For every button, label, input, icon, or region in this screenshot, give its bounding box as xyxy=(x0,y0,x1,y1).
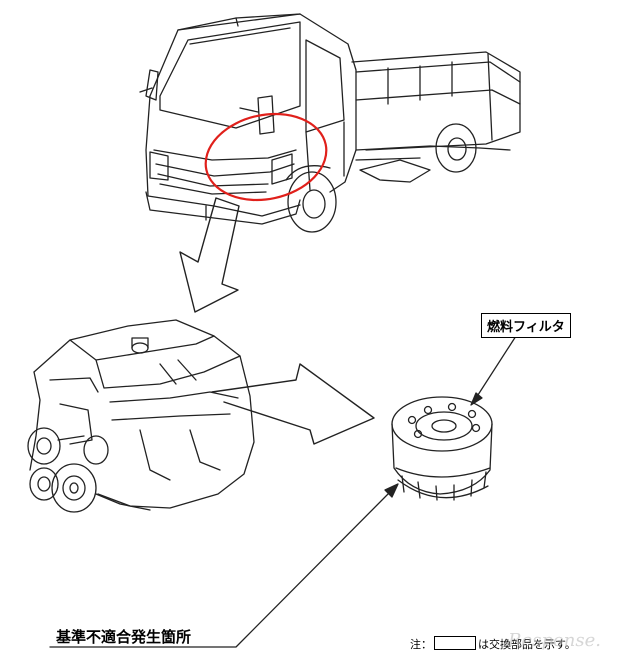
truck-illustration xyxy=(139,13,521,233)
note-suffix: は交換部品を示す。 xyxy=(478,638,576,651)
watermark: Response. xyxy=(508,630,602,651)
arrow-truck-to-engine xyxy=(179,197,240,313)
fuel-filter-illustration xyxy=(391,396,493,501)
arrow-engine-to-filter xyxy=(211,363,375,445)
engine-illustration xyxy=(27,319,255,513)
defect-location-label: 基準不適合発生箇所 xyxy=(56,628,192,646)
fuel-filter-label: 燃料フィルタ xyxy=(481,313,571,338)
replacement-part-note: 注： は交換部品を示す。 xyxy=(410,636,576,652)
leader-fuel-filter xyxy=(470,335,517,406)
note-legend-box xyxy=(434,636,476,650)
note-prefix: 注： xyxy=(410,638,432,651)
leader-defect-location xyxy=(49,483,399,648)
